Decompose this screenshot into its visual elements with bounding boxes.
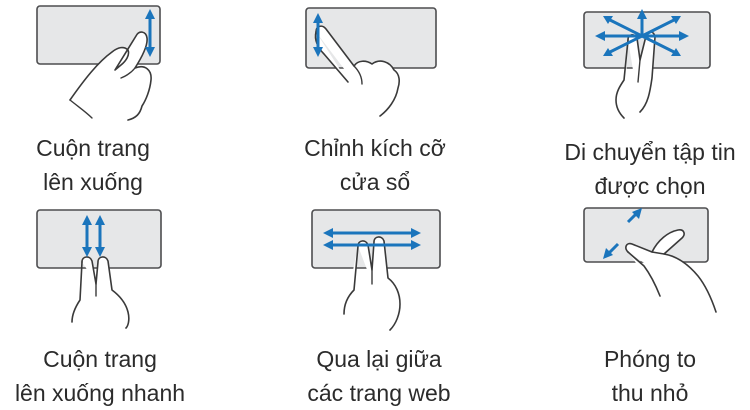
caption-line-2: được chọn	[594, 173, 706, 199]
caption-line-1: Di chuyển tập tin	[564, 139, 736, 165]
caption-line-1: Cuộn trang	[43, 346, 157, 372]
caption-line-1: Qua lại giữa	[316, 346, 442, 372]
caption: Chỉnh kích cỡ cửa sổ	[245, 131, 505, 199]
caption: Phóng to thu nhỏ	[520, 342, 750, 410]
caption: Cuộn trang lên xuống nhanh	[0, 342, 230, 410]
caption-line-1: Cuộn trang	[36, 135, 150, 161]
caption: Di chuyển tập tin được chọn	[520, 135, 750, 203]
caption-line-2: các trang web	[307, 380, 451, 406]
fast-vertical-scroll-icon	[36, 209, 162, 329]
gesture-move-file: Di chuyển tập tin được chọn	[500, 0, 750, 200]
gesture-fast-scroll: Cuộn trang lên xuống nhanh	[0, 200, 250, 408]
gesture-pinch-zoom: Phóng to thu nhỏ	[500, 200, 750, 408]
caption-line-2: thu nhỏ	[611, 380, 689, 406]
caption: Qua lại giữa các trang web	[249, 342, 509, 410]
caption-line-2: lên xuống	[43, 169, 143, 195]
gesture-swipe-pages: Qua lại giữa các trang web	[250, 200, 500, 408]
caption-line-1: Chỉnh kích cỡ	[304, 135, 446, 161]
resize-window-icon	[305, 7, 437, 117]
caption-line-2: lên xuống nhanh	[14, 380, 186, 406]
pinch-zoom-icon	[583, 207, 717, 313]
caption: Cuộn trang lên xuống	[0, 131, 223, 199]
horizontal-swipe-navigation-icon	[311, 209, 441, 331]
gesture-resize-window: Chỉnh kích cỡ cửa sổ	[250, 0, 500, 200]
caption-line-1: Phóng to	[603, 346, 697, 372]
gesture-scroll-vertical: Cuộn trang lên xuống	[0, 0, 250, 200]
caption-line-2: cửa sổ	[339, 169, 411, 195]
move-selected-item-icon	[583, 9, 711, 119]
two-finger-vertical-scroll-icon	[36, 5, 161, 121]
